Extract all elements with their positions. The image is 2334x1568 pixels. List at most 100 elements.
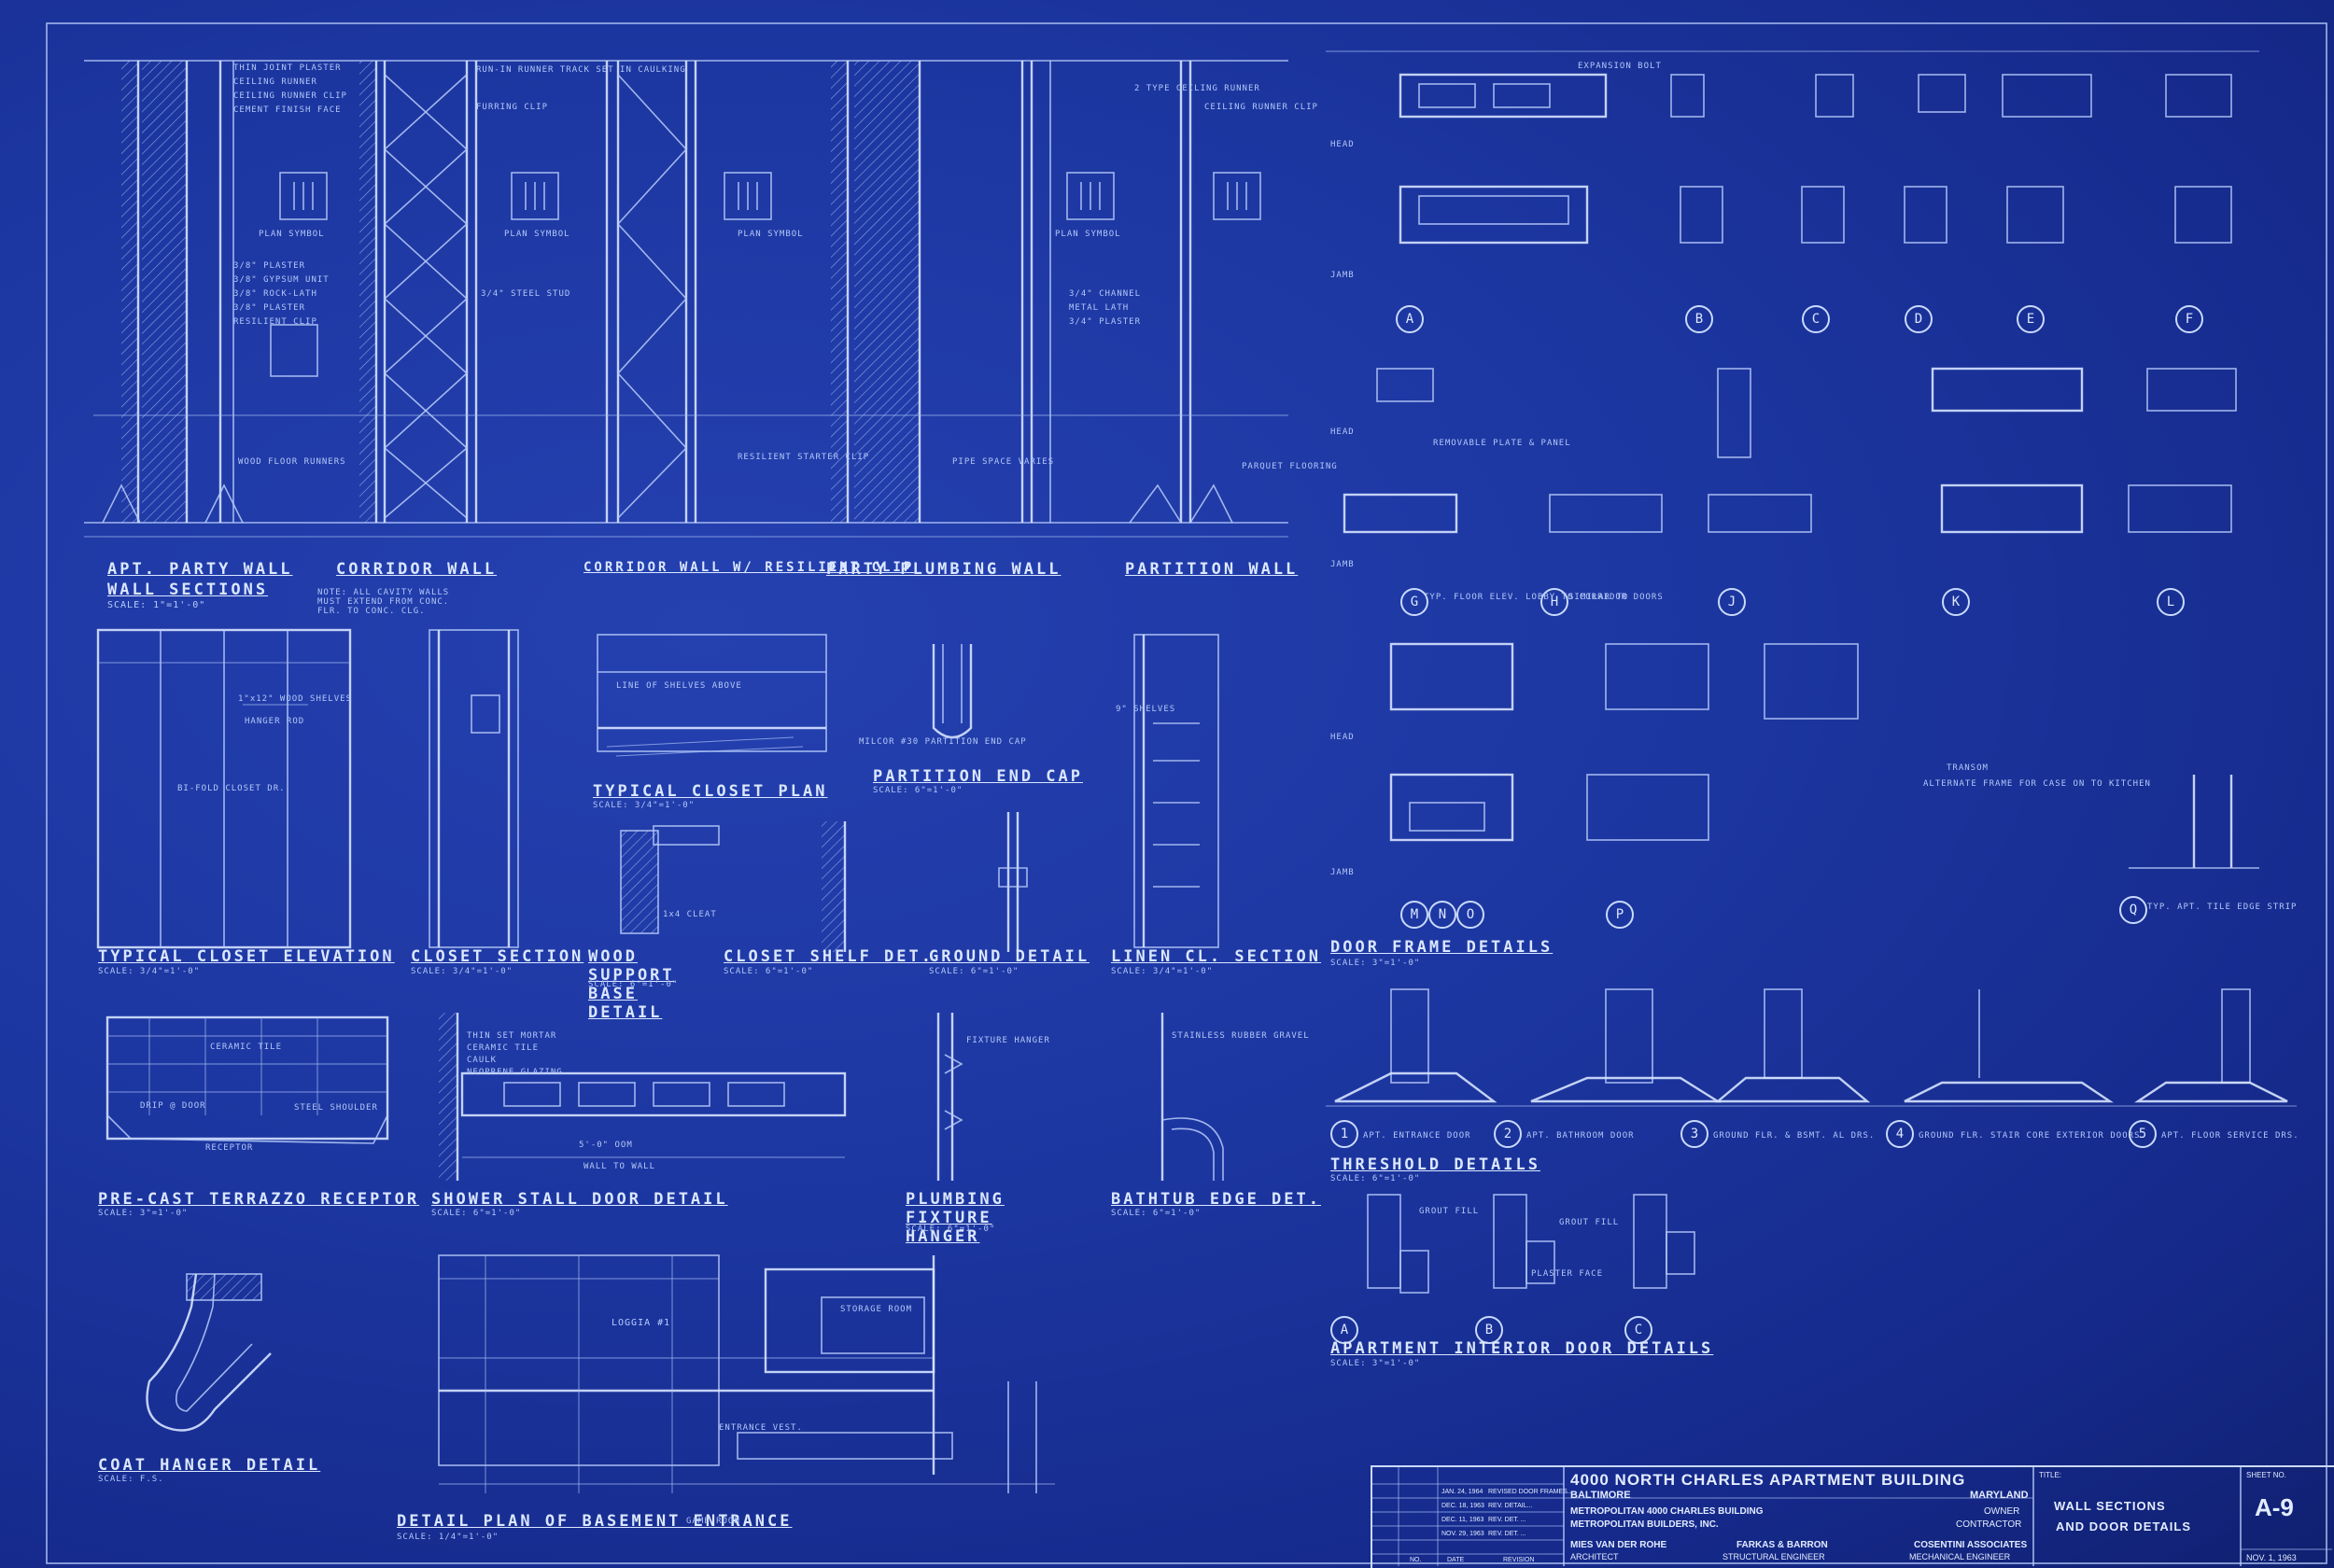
annotation: PARQUET FLOORING bbox=[1242, 462, 1338, 471]
plan-symbol-label: PLAN SYMBOL bbox=[1055, 230, 1121, 239]
detail-scale: SCALE: 3"=1'-0" bbox=[98, 1209, 189, 1218]
annotation: SIMILAR TO bbox=[1568, 593, 1629, 602]
structural-role: STRUCTURAL ENGINEER bbox=[1722, 1552, 1825, 1561]
room-label: ENTRANCE VEST. bbox=[719, 1423, 803, 1433]
annotation: 1"x12" WOOD SHELVES bbox=[238, 694, 352, 704]
annotation: DRIP @ DOOR bbox=[140, 1101, 206, 1111]
detail-scale: SCALE: 6"=1'-0" bbox=[1111, 1209, 1202, 1218]
door-frame-drawings bbox=[1326, 50, 2259, 869]
annotation: PLASTER FACE bbox=[1531, 1269, 1604, 1279]
annotation: CAULK bbox=[467, 1056, 498, 1065]
wall-sections-drawing bbox=[84, 60, 1288, 538]
detail-scale: SCALE: 6"=1'-0" bbox=[906, 1225, 996, 1234]
interior-door-drawings bbox=[1367, 1194, 1695, 1294]
detail-scale: SCALE: 3/4"=1'-0" bbox=[98, 967, 201, 976]
revision-header-revision: REVISION bbox=[1503, 1557, 1535, 1563]
contractor-name: METROPOLITAN BUILDERS, INC. bbox=[1570, 1519, 1719, 1530]
plan-symbol-label: PLAN SYMBOL bbox=[259, 230, 325, 239]
section-title: DOOR FRAME DETAILS bbox=[1330, 938, 1554, 957]
project-name: 4000 NORTH CHARLES APARTMENT BUILDING bbox=[1570, 1471, 1966, 1489]
threshold-marker: 1 bbox=[1330, 1120, 1358, 1148]
detail-title: PLUMBING FIXTURE HANGER bbox=[906, 1190, 1005, 1246]
mechanical-name: COSENTINI ASSOCIATES bbox=[1914, 1540, 2028, 1550]
closet-drawings bbox=[96, 628, 1219, 952]
revision-date: NOV. 29, 1963 bbox=[1441, 1531, 1484, 1537]
detail-scale: SCALE: 1/4"=1'-0" bbox=[397, 1533, 499, 1542]
detail-marker-n: N bbox=[1428, 901, 1456, 929]
annotation: TRANSOM bbox=[1947, 763, 1989, 773]
annotation: 3/8" PLASTER bbox=[233, 261, 306, 271]
threshold-label: GROUND FLR. & BSMT. AL DRS. bbox=[1713, 1131, 1876, 1141]
row-label: JAMB bbox=[1330, 868, 1355, 877]
wall-label-corridor-resilient: CORRIDOR WALL W/ RESILIENT CLIP bbox=[584, 560, 915, 575]
annotation: 1x4 CLEAT bbox=[663, 910, 717, 919]
threshold-marker: 4 bbox=[1886, 1120, 1914, 1148]
detail-title: WOOD SUPPORT BASE DETAIL bbox=[588, 947, 675, 1022]
annotation: REMOVABLE PLATE & PANEL bbox=[1433, 439, 1571, 448]
annotation: THIN SET MORTAR bbox=[467, 1031, 557, 1041]
detail-marker-m: M bbox=[1400, 901, 1428, 929]
annotation: 3/8" PLASTER bbox=[233, 303, 306, 313]
sheet-date: NOV. 1, 1963 bbox=[2246, 1553, 2297, 1562]
wall-sections-title: WALL SECTIONS bbox=[107, 581, 269, 599]
detail-marker-e: E bbox=[2017, 305, 2045, 333]
annotation: CERAMIC TILE bbox=[467, 1043, 540, 1053]
annotation: 3/4" STEEL STUD bbox=[481, 289, 571, 299]
sheet-border bbox=[46, 22, 2327, 1564]
contractor-role: CONTRACTOR bbox=[1956, 1519, 2022, 1530]
annotation: CEMENT FINISH FACE bbox=[233, 105, 342, 115]
title-label: TITLE: bbox=[2039, 1471, 2062, 1479]
detail-title: LINEN CL. SECTION bbox=[1111, 947, 1321, 966]
detail-title: TYPICAL CLOSET PLAN bbox=[593, 782, 828, 801]
revision-text: REV. DET. ... bbox=[1488, 1517, 1526, 1523]
title-block-lines bbox=[1371, 1465, 2332, 1566]
annotation: BI-FOLD CLOSET DR. bbox=[177, 784, 286, 793]
title-block: 4000 NORTH CHARLES APARTMENT BUILDING BA… bbox=[1371, 1465, 2334, 1568]
row-label: HEAD bbox=[1330, 427, 1355, 437]
detail-marker-g: G bbox=[1400, 588, 1428, 616]
section-scale: SCALE: 6"=1'-0" bbox=[1330, 1174, 1421, 1183]
structural-name: FARKAS & BARRON bbox=[1736, 1540, 1828, 1550]
annotation: RECEPTOR bbox=[205, 1143, 254, 1153]
revision-date: DEC. 11, 1963 bbox=[1441, 1517, 1484, 1523]
sheet-number: A-9 bbox=[2255, 1493, 2294, 1521]
architect-role: ARCHITECT bbox=[1570, 1552, 1619, 1561]
section-title: APARTMENT INTERIOR DOOR DETAILS bbox=[1330, 1339, 1714, 1358]
project-city: BALTIMORE bbox=[1570, 1490, 1631, 1501]
annotation: STEEL SHOULDER bbox=[294, 1103, 378, 1113]
annotation: 2 TYPE CEILING RUNNER bbox=[1134, 84, 1260, 93]
annotation: 5'-0" OOM bbox=[579, 1141, 633, 1150]
annotation: RUN-IN RUNNER TRACK SET IN CAULKING bbox=[476, 65, 686, 75]
annotation: RESILIENT STARTER CLIP bbox=[738, 453, 870, 462]
room-label: STORAGE ROOM bbox=[840, 1305, 913, 1314]
annotation: 3/4" CHANNEL bbox=[1069, 289, 1142, 299]
revision-date: JAN. 24, 1964 bbox=[1441, 1489, 1483, 1495]
interior-marker-b: B bbox=[1475, 1316, 1503, 1344]
detail-marker-o: O bbox=[1456, 901, 1484, 929]
detail-scale: SCALE: 6"=1'-0" bbox=[724, 967, 814, 976]
wall-label-corridor: CORRIDOR WALL bbox=[336, 560, 498, 579]
detail-marker-l: L bbox=[2157, 588, 2185, 616]
bath-drawings bbox=[105, 1013, 1224, 1181]
annotation: 9" SHELVES bbox=[1116, 705, 1176, 714]
detail-marker-h: H bbox=[1540, 588, 1568, 616]
plan-symbol-label: PLAN SYMBOL bbox=[504, 230, 570, 239]
annotation: TYP. FLOOR ELEV. LOBBY TO CORRIDOR DOORS bbox=[1424, 593, 1664, 602]
annotation: 3/8" GYPSUM UNIT bbox=[233, 275, 330, 285]
detail-title: CLOSET SHELF DET. bbox=[724, 947, 934, 966]
annotation: 3/4" PLASTER bbox=[1069, 317, 1142, 327]
detail-marker-b: B bbox=[1685, 305, 1713, 333]
row-label: HEAD bbox=[1330, 733, 1355, 742]
detail-title: DETAIL PLAN OF BASEMENT ENTRANCE bbox=[397, 1512, 793, 1531]
revision-header-date: DATE bbox=[1447, 1557, 1465, 1563]
revision-text: REV. DETAIL... bbox=[1488, 1503, 1533, 1509]
annotation: 3/8" ROCK-LATH bbox=[233, 289, 317, 299]
wall-label-apt-party: APT. PARTY WALL bbox=[107, 560, 293, 579]
detail-title: BATHTUB EDGE DET. bbox=[1111, 1190, 1321, 1209]
room-label: LOGGIA #1 bbox=[612, 1318, 671, 1328]
detail-title: TYPICAL CLOSET ELEVATION bbox=[98, 947, 395, 966]
row-label: JAMB bbox=[1330, 271, 1355, 280]
sheet-title-2: AND DOOR DETAILS bbox=[2056, 1519, 2192, 1533]
owner-role: OWNER bbox=[1984, 1506, 2020, 1517]
revision-date: DEC. 18, 1963 bbox=[1441, 1503, 1484, 1509]
